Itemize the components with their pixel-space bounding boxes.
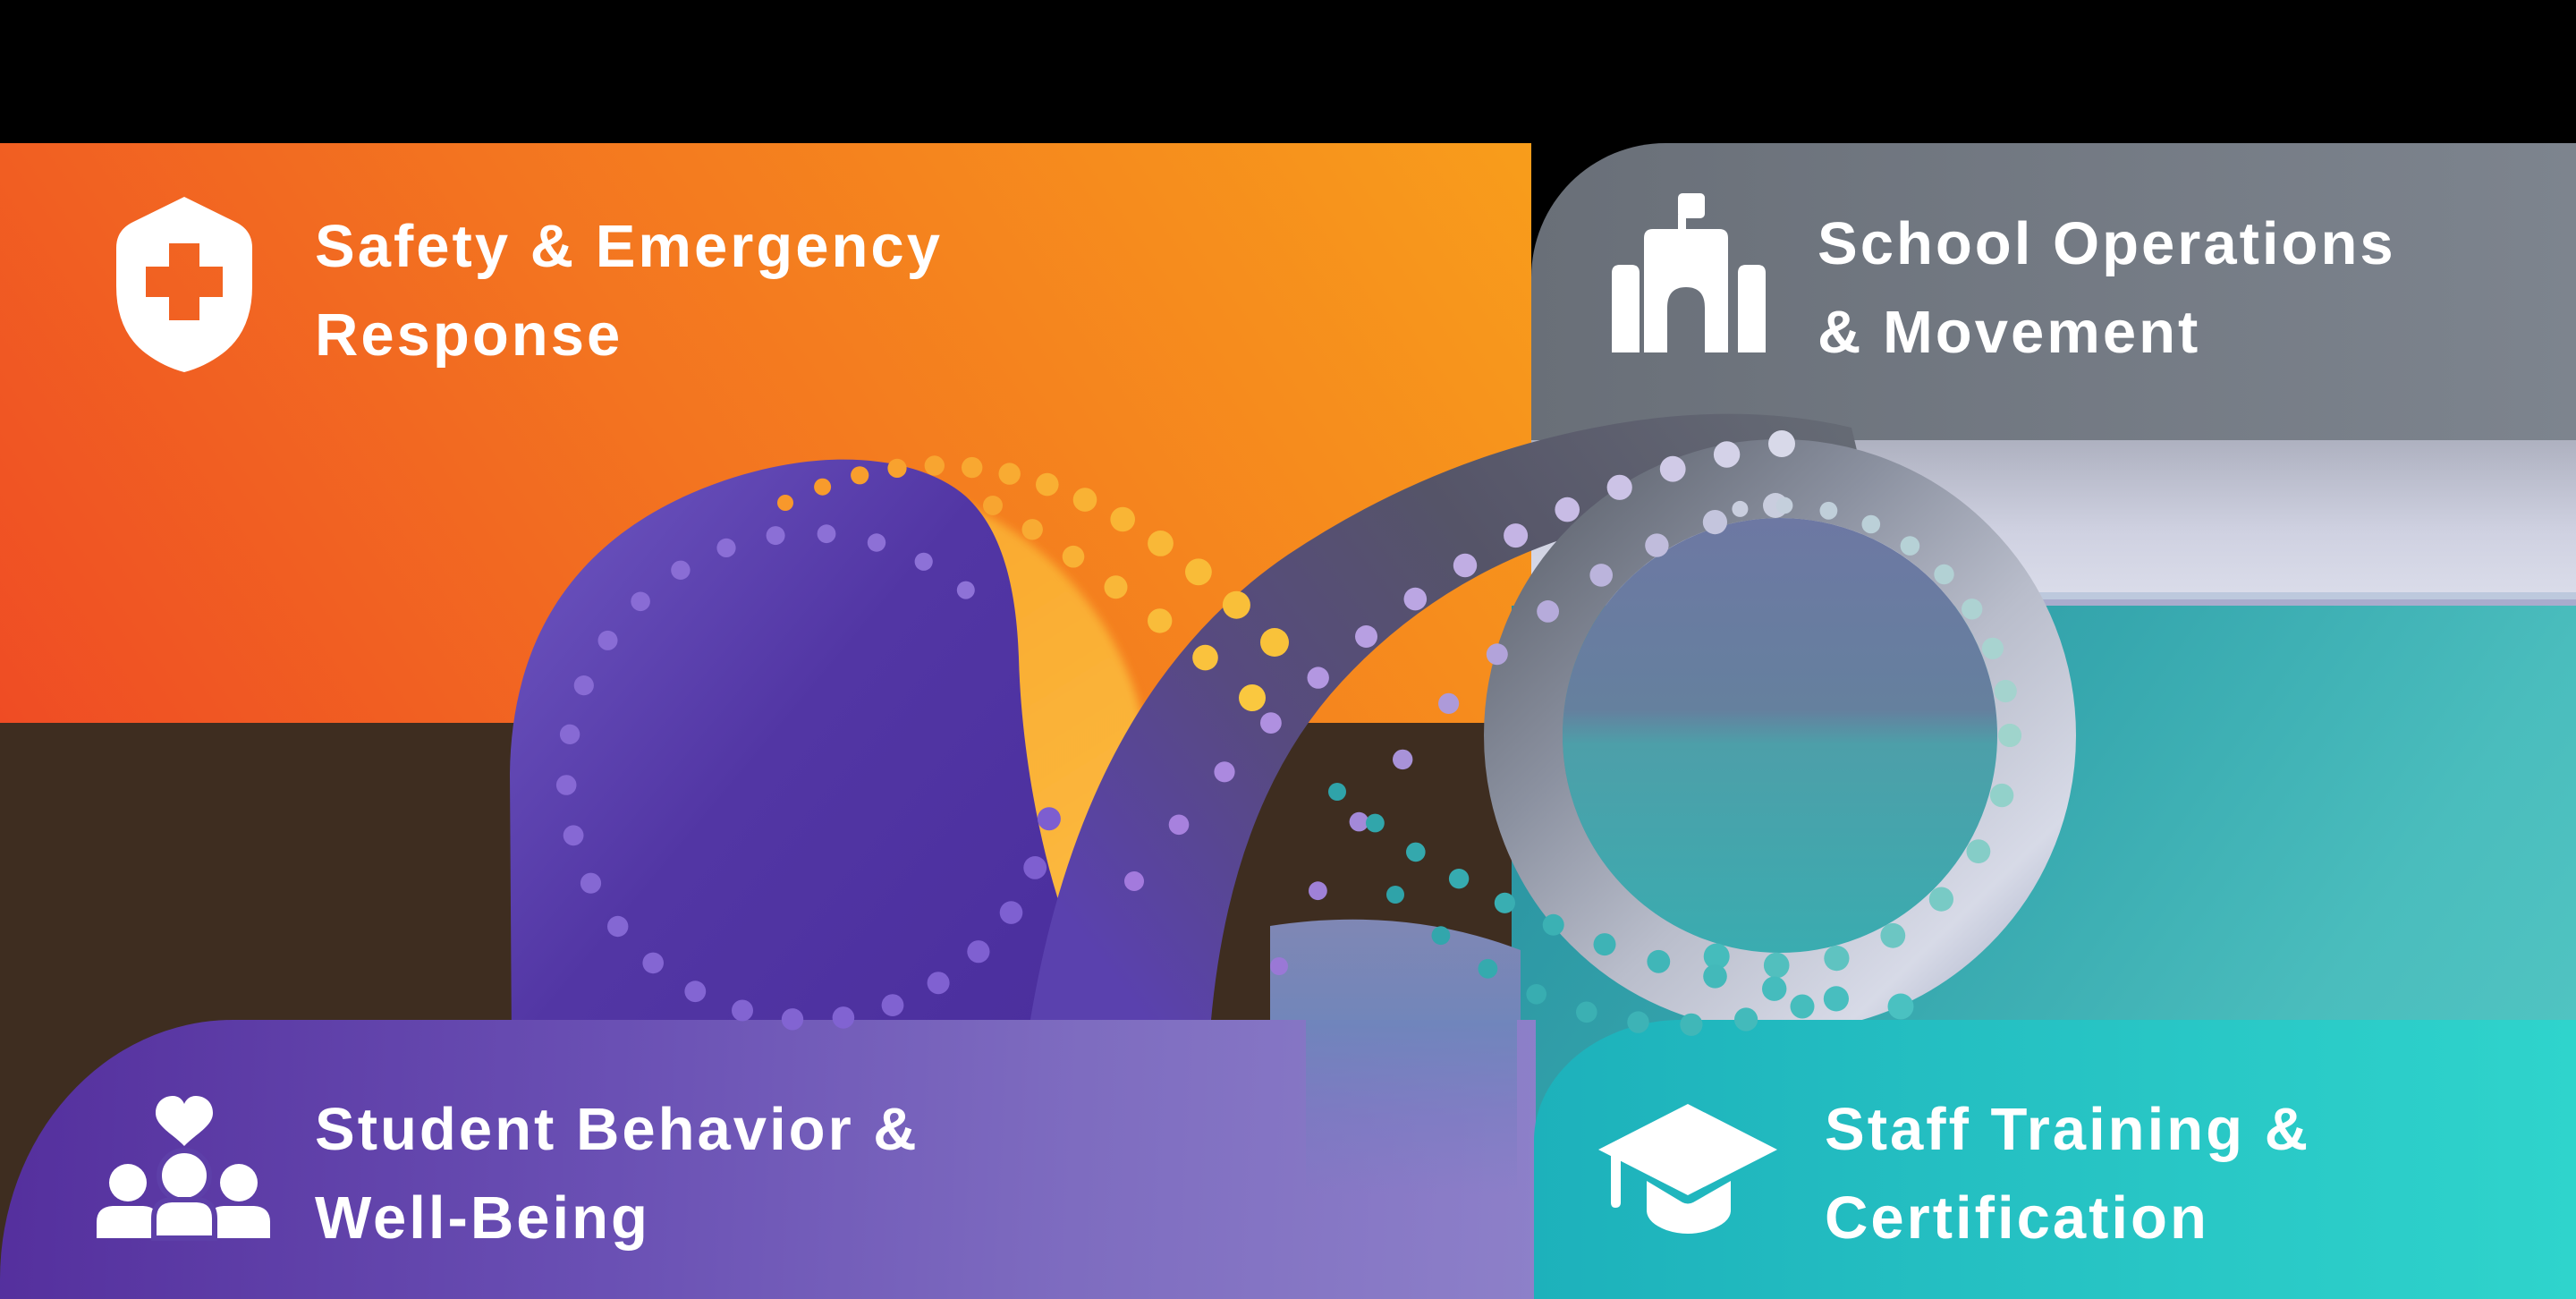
section-title-training: Staff Training & Certification (1825, 1085, 2310, 1262)
silver-band-stripe (1531, 599, 2576, 606)
title-line: & Movement (1818, 299, 2201, 366)
title-line: Certification (1825, 1184, 2209, 1252)
title-line: Safety & Emergency (315, 213, 943, 280)
section-title-safety: Safety & Emergency Response (315, 202, 943, 379)
title-line: Student Behavior & (315, 1096, 919, 1163)
title-line: Response (315, 301, 623, 369)
section-title-operations: School Operations & Movement (1818, 200, 2396, 377)
silver-gradient-band (1531, 440, 2576, 606)
loop-return-band (1306, 1020, 1517, 1194)
title-line: Well-Being (315, 1184, 650, 1252)
panel-student-behavior (0, 1020, 1536, 1299)
section-title-behavior: Student Behavior & Well-Being (315, 1085, 919, 1262)
title-line: School Operations (1818, 210, 2396, 277)
title-line: Staff Training & (1825, 1096, 2311, 1163)
silver-band-stripe (1531, 592, 2576, 599)
